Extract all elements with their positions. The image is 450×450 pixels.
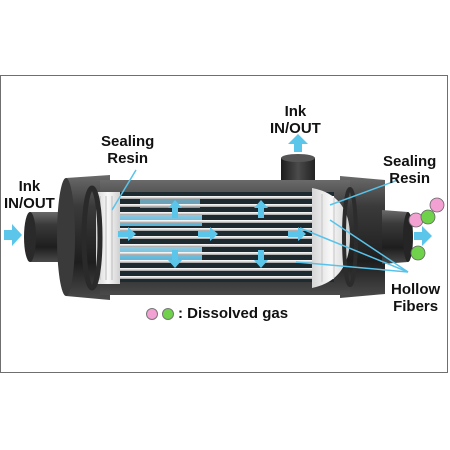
label-ink-in-out-top: Ink IN/OUT bbox=[270, 103, 321, 137]
inlet-arrow-left bbox=[4, 224, 22, 246]
legend-dot-green bbox=[162, 307, 174, 320]
label-ink-in-out-left: Ink IN/OUT bbox=[4, 178, 55, 212]
gas-bubble-pink bbox=[429, 197, 445, 213]
label-line: Resin bbox=[107, 150, 149, 167]
gas-bubble-green bbox=[420, 209, 436, 225]
gas-bubbles bbox=[408, 197, 445, 261]
left-rim bbox=[81, 185, 103, 291]
outlet-arrow-top bbox=[288, 134, 308, 152]
label-line: Ink bbox=[284, 103, 307, 120]
label-sealing-resin-right: Sealing Resin bbox=[383, 153, 436, 187]
label-line: Sealing bbox=[383, 153, 437, 170]
leader-fiber-1 bbox=[329, 219, 409, 273]
flow-arrows bbox=[4, 134, 432, 268]
label-line: Resin bbox=[389, 170, 431, 187]
label-sealing-resin-left: Sealing Resin bbox=[101, 133, 154, 167]
leader-sealing-left bbox=[111, 169, 137, 211]
hollow-fibers bbox=[112, 196, 334, 279]
label-line: IN/OUT bbox=[4, 195, 55, 212]
legend-text: : Dissolved gas bbox=[178, 305, 289, 322]
leader-sealing-right bbox=[329, 179, 399, 206]
leader-fiber-3 bbox=[295, 261, 409, 273]
legend: : Dissolved gas bbox=[146, 305, 288, 322]
label-line: IN/OUT bbox=[270, 120, 321, 137]
label-line: Sealing bbox=[101, 133, 155, 150]
leader-fiber-2 bbox=[299, 227, 409, 273]
outlet-arrow-right bbox=[414, 226, 432, 246]
gas-bubble-green bbox=[410, 245, 426, 261]
legend-dot-pink bbox=[146, 307, 158, 320]
label-hollow-fibers: Hollow Fibers bbox=[391, 281, 440, 315]
label-line: Ink bbox=[18, 178, 41, 195]
label-line: Hollow bbox=[391, 281, 441, 298]
leader-lines bbox=[111, 169, 409, 273]
label-line: Fibers bbox=[393, 298, 439, 315]
